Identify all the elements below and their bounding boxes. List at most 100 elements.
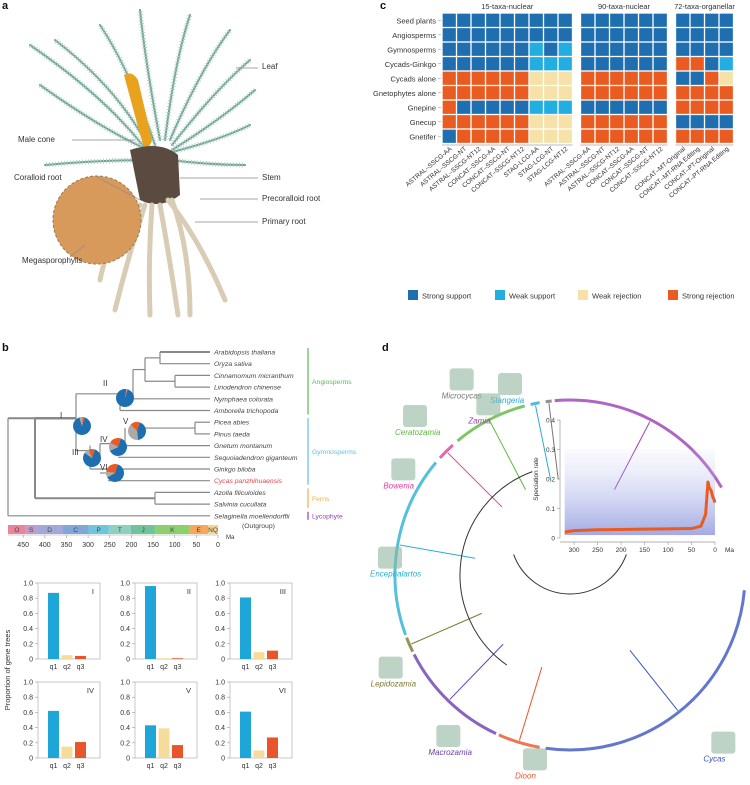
heatmap-cell bbox=[639, 71, 653, 85]
y-tick-label: 0.8 bbox=[23, 596, 33, 603]
heatmap-cell bbox=[690, 100, 704, 114]
taxon-label: Sequoiadendron giganteum bbox=[214, 455, 298, 462]
bar-q3 bbox=[267, 737, 278, 758]
genus-plant-image bbox=[498, 373, 522, 395]
backbone-arc bbox=[459, 471, 533, 666]
pie-slice bbox=[125, 389, 128, 398]
heatmap-cell bbox=[719, 129, 733, 143]
heatmap-cell bbox=[581, 57, 595, 71]
heatmap-cell bbox=[442, 129, 456, 143]
bar-q2 bbox=[253, 652, 265, 659]
y-tick-label: 0.4 bbox=[23, 725, 33, 732]
period-label: K bbox=[170, 527, 175, 534]
inset-x-unit: Ma bbox=[725, 547, 734, 554]
heatmap-cell bbox=[639, 13, 653, 27]
heatmap-cell bbox=[705, 100, 719, 114]
heatmap-cell bbox=[581, 86, 595, 100]
y-tick-label: 0.4 bbox=[120, 725, 130, 732]
clade-arc-encephalartos bbox=[393, 461, 438, 636]
taxon-label: Cinnamomum micranthum bbox=[214, 373, 294, 380]
heatmap-cell bbox=[442, 57, 456, 71]
heatmap-cell bbox=[515, 28, 529, 42]
label-megasporophylls: Megasporophylls bbox=[22, 256, 83, 265]
bar-q1 bbox=[145, 586, 156, 659]
node-label: III bbox=[72, 448, 79, 457]
heatmap-cell bbox=[624, 86, 638, 100]
period-band bbox=[36, 525, 63, 534]
block-title: 72-taxa-organellar bbox=[674, 2, 735, 11]
x-tick-label: q1 bbox=[50, 763, 58, 770]
heatmap-cell bbox=[624, 28, 638, 42]
heatmap-cell bbox=[595, 71, 609, 85]
time-tick-label: 300 bbox=[82, 542, 94, 549]
heatmap-cell bbox=[653, 100, 667, 114]
inset-x-tick-label: 50 bbox=[688, 547, 696, 554]
x-tick-label: q2 bbox=[255, 763, 263, 770]
genus-label-microcycas: Microcycas bbox=[442, 391, 482, 400]
megasporophylls-illustration bbox=[53, 176, 141, 264]
panel-b-letter: b bbox=[2, 342, 9, 354]
genus-plant-image bbox=[378, 656, 403, 679]
bar-q1 bbox=[240, 711, 251, 758]
time-tick-label: 250 bbox=[104, 542, 116, 549]
heatmap-cell bbox=[581, 100, 595, 114]
label-precoralloid-root: Precoralloid root bbox=[262, 194, 321, 203]
heatmap-cell bbox=[595, 13, 609, 27]
genus-plant-image bbox=[436, 725, 461, 747]
row-label: Gnetifer bbox=[409, 132, 436, 141]
row-label: Angiosperms bbox=[392, 31, 436, 40]
y-tick-label: 0.8 bbox=[120, 596, 130, 603]
genus-label-bowenia: Bowenia bbox=[383, 481, 414, 490]
period-label: S bbox=[29, 527, 34, 534]
heatmap-cell bbox=[515, 42, 529, 56]
heatmap-cell bbox=[610, 129, 624, 143]
pie-slice bbox=[73, 417, 91, 435]
heatmap-cell bbox=[595, 42, 609, 56]
heatmap-cell bbox=[500, 42, 514, 56]
legend-swatch bbox=[578, 290, 588, 300]
row-label: Gnetophytes alone bbox=[373, 89, 436, 98]
y-tick-label: 1.0 bbox=[23, 581, 33, 588]
pie-slice bbox=[82, 417, 85, 426]
x-tick-label: q2 bbox=[160, 763, 168, 770]
y-tick-label: 0 bbox=[221, 657, 225, 664]
y-tick-label: 0.2 bbox=[120, 641, 130, 648]
inset-y-label: Speciation rate bbox=[533, 457, 540, 501]
genus-label-dioon: Dioon bbox=[515, 771, 536, 780]
row-label: Seed plants bbox=[396, 16, 436, 25]
y-tick-label: 0.8 bbox=[120, 695, 130, 702]
y-tick-label: 0 bbox=[29, 657, 33, 664]
x-tick-label: q3 bbox=[77, 664, 85, 671]
heatmap-cell bbox=[500, 57, 514, 71]
bar-q1 bbox=[240, 597, 251, 659]
row-label: Cycads-Ginkgo bbox=[385, 60, 436, 69]
node-label: IV bbox=[87, 686, 94, 695]
heatmap-cell bbox=[581, 129, 595, 143]
y-tick-label: 0.4 bbox=[215, 626, 225, 633]
heatmap-cell bbox=[676, 115, 690, 129]
y-tick-label: 0.2 bbox=[23, 641, 33, 648]
clade-arc-dioon bbox=[498, 733, 540, 749]
x-tick-label: q1 bbox=[50, 664, 58, 671]
genus-label-lepidozamia: Lepidozamia bbox=[371, 680, 417, 689]
label-stem: Stem bbox=[262, 173, 281, 182]
pie-slice bbox=[84, 449, 92, 458]
heatmap-cell bbox=[690, 115, 704, 129]
taxon-label: Arabidopsis thaliana bbox=[213, 350, 275, 357]
heatmap-cell bbox=[581, 115, 595, 129]
heatmap-cell bbox=[558, 13, 572, 27]
heatmap-cell bbox=[653, 115, 667, 129]
legend-label: Weak rejection bbox=[592, 292, 641, 301]
period-band bbox=[189, 525, 209, 534]
row-label: Gnecup bbox=[410, 118, 436, 127]
node-label: V bbox=[186, 686, 191, 695]
x-tick-label: q2 bbox=[255, 664, 263, 671]
bar-q2 bbox=[158, 728, 170, 758]
heatmap-cell bbox=[624, 57, 638, 71]
heatmap-cell bbox=[610, 28, 624, 42]
y-tick-label: 0.6 bbox=[120, 710, 130, 717]
period-band bbox=[25, 525, 37, 534]
y-tick-label: 0.6 bbox=[23, 611, 33, 618]
